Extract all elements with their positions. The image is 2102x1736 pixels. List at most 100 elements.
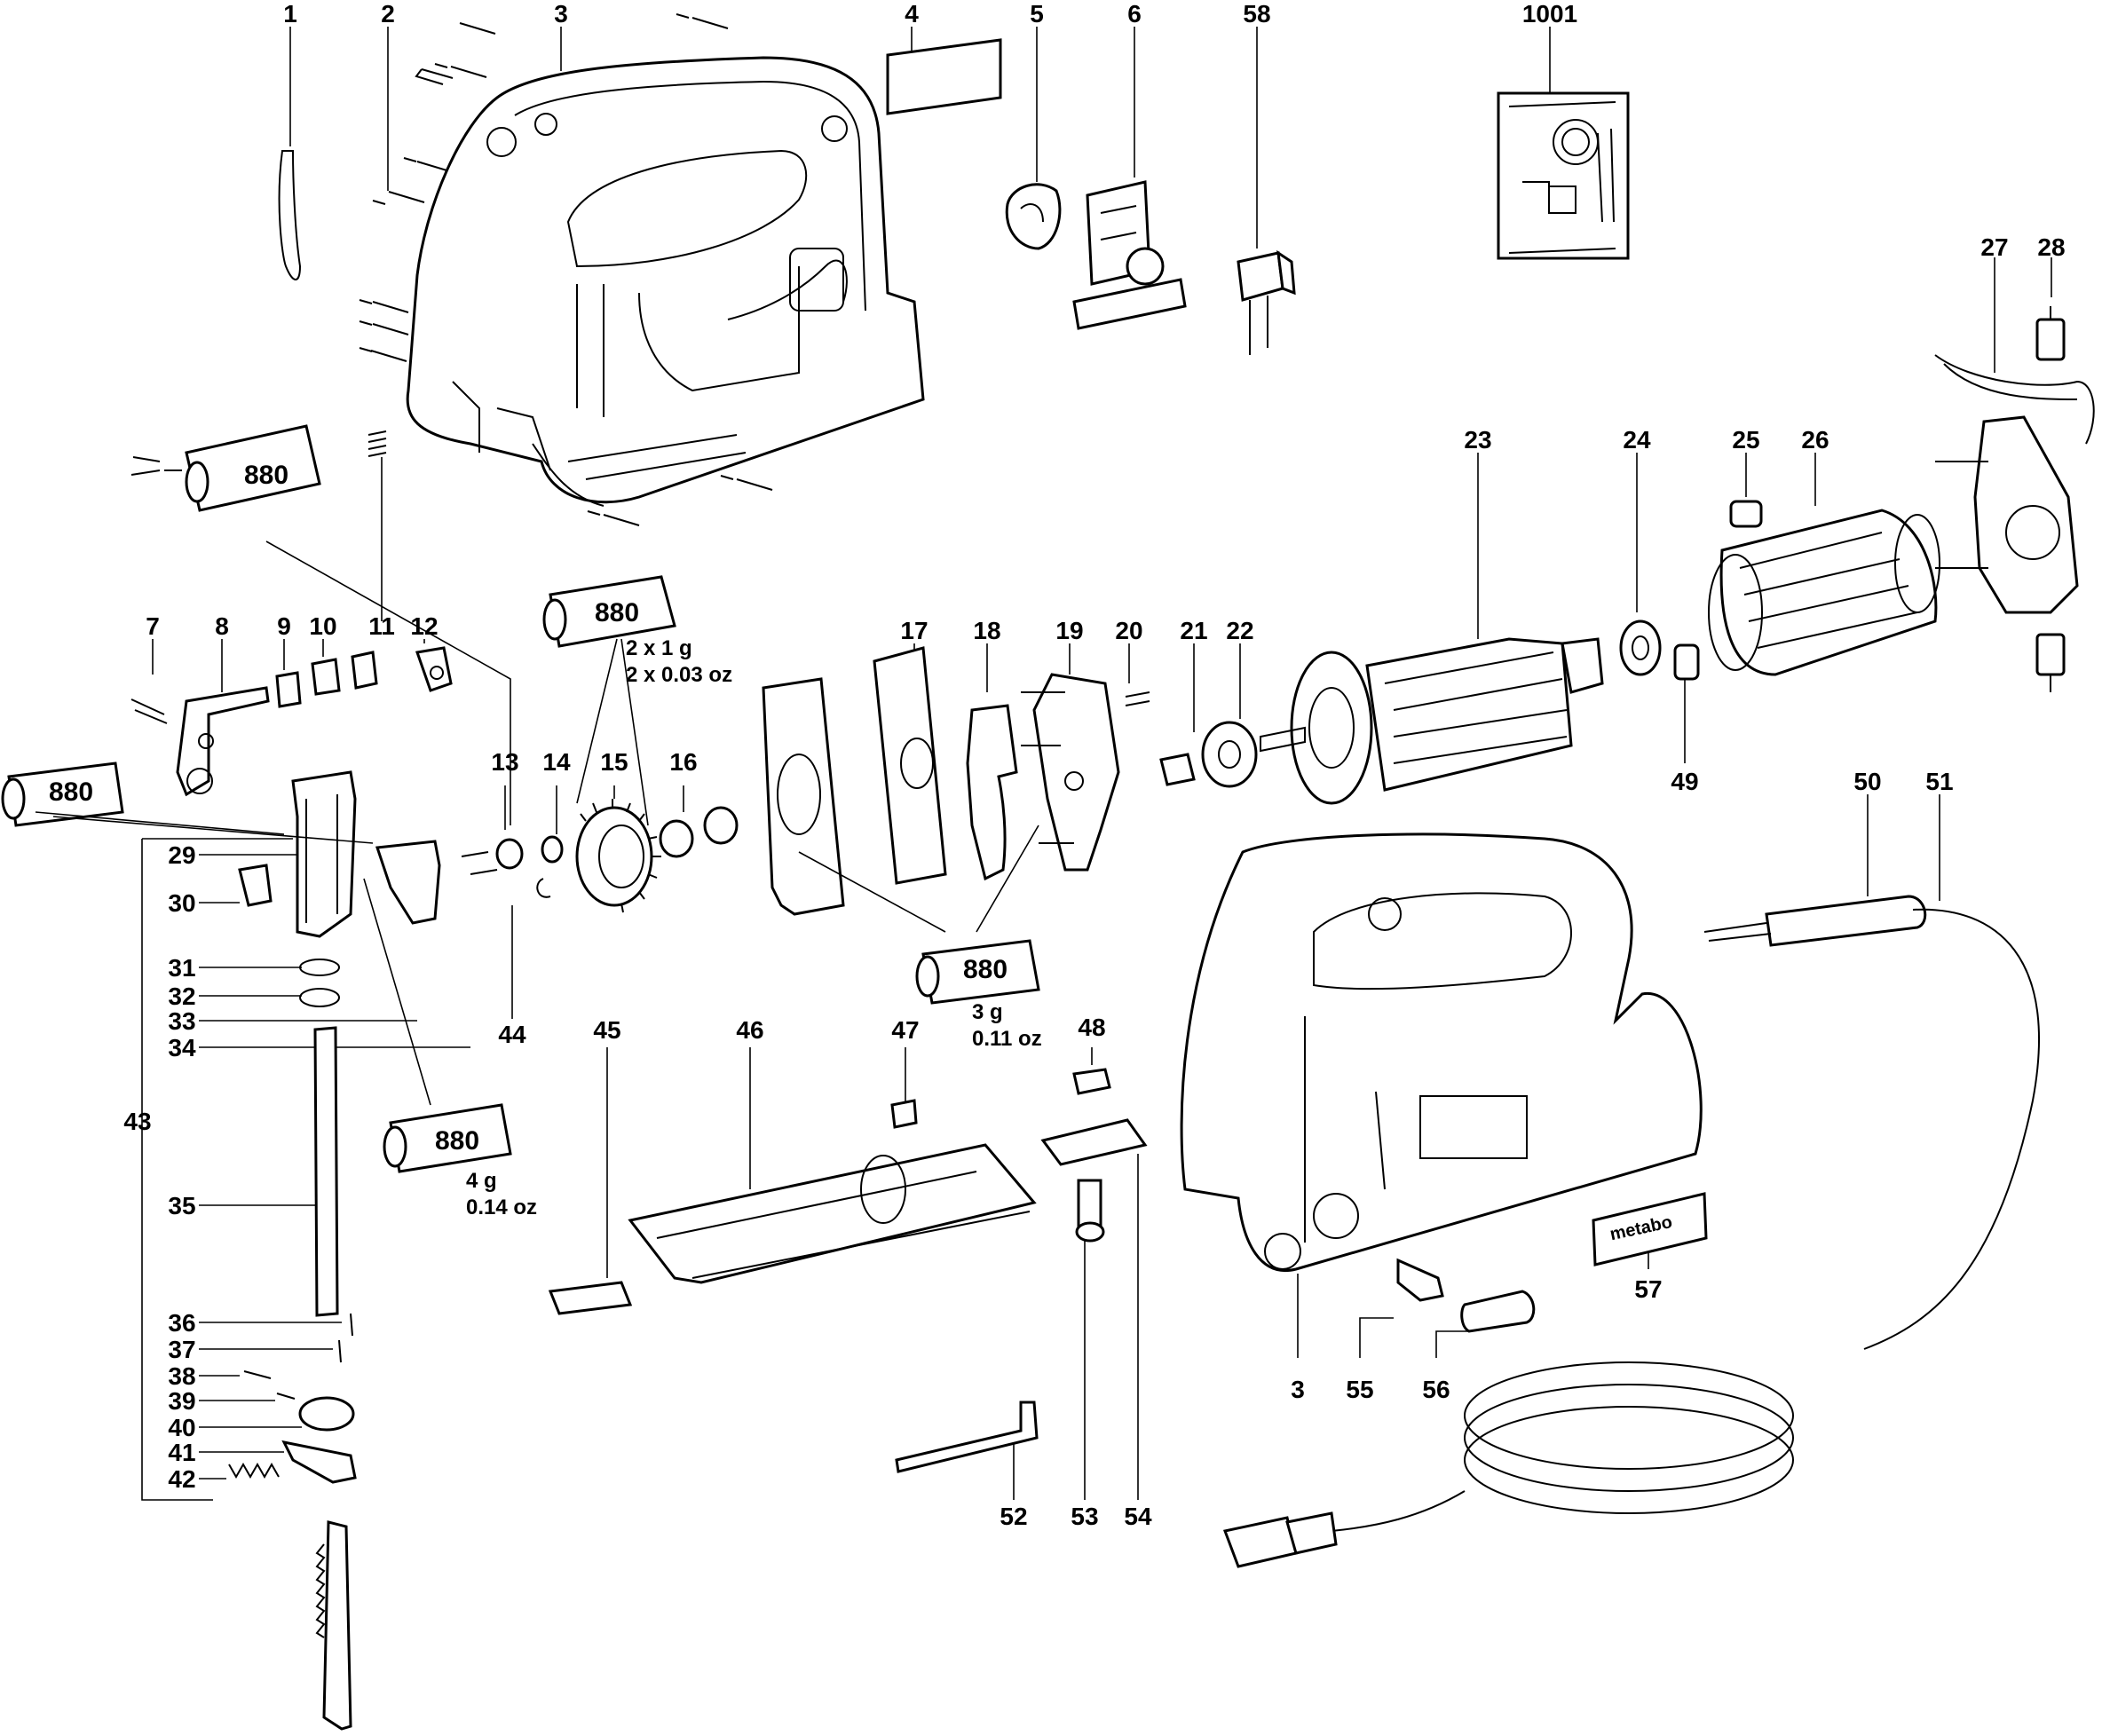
part-42-spring bbox=[199, 1462, 280, 1480]
label-56: 56 bbox=[1422, 1376, 1450, 1403]
label-5: 5 bbox=[1030, 0, 1044, 28]
label-47: 47 bbox=[891, 1016, 919, 1044]
label-33: 33 bbox=[168, 1007, 195, 1035]
label-37: 37 bbox=[168, 1336, 195, 1363]
part-33-guide bbox=[199, 840, 441, 1022]
part-35-plunger bbox=[199, 1026, 339, 1317]
part-54-clamp bbox=[1040, 1118, 1148, 1500]
part-7-pin bbox=[130, 639, 168, 724]
tube-d-qty-oz: 0.11 oz bbox=[972, 1027, 1042, 1051]
part-18-lever bbox=[966, 643, 1018, 881]
part-37-pin bbox=[199, 1339, 342, 1363]
label-2: 2 bbox=[381, 0, 395, 28]
part-4-rating-plate bbox=[886, 27, 1002, 115]
part-29-support bbox=[199, 770, 357, 938]
label-45: 45 bbox=[593, 1016, 620, 1044]
tube-c-qty-oz: 2 x 0.03 oz bbox=[626, 663, 732, 687]
label-1: 1 bbox=[283, 0, 297, 28]
tube-c-qty-g: 2 x 1 g bbox=[626, 636, 692, 660]
label-40: 40 bbox=[168, 1414, 195, 1441]
part-20-pin bbox=[1125, 643, 1150, 706]
label-52: 52 bbox=[1000, 1503, 1027, 1530]
label-48: 48 bbox=[1078, 1014, 1105, 1041]
part-9-pad bbox=[275, 639, 302, 708]
label-9: 9 bbox=[277, 612, 291, 640]
label-18: 18 bbox=[973, 617, 1000, 644]
label-3: 3 bbox=[554, 0, 568, 28]
tube-b-label: 880 bbox=[49, 777, 93, 807]
part-56-knob-cap bbox=[1435, 1290, 1536, 1358]
label-38: 38 bbox=[168, 1362, 195, 1390]
tube-a-label: 880 bbox=[244, 461, 288, 490]
part-41-lever bbox=[199, 1440, 357, 1484]
label-30: 30 bbox=[168, 889, 195, 917]
grease-tube-b: 880 bbox=[1, 761, 374, 844]
part-44-circlip bbox=[511, 878, 551, 1019]
tube-c-label: 880 bbox=[595, 598, 639, 627]
part-32-washer bbox=[199, 988, 340, 1007]
assembled-jigsaw bbox=[1180, 832, 1703, 1272]
label-57: 57 bbox=[1634, 1275, 1662, 1303]
part-10-pad bbox=[311, 639, 341, 696]
label-19: 19 bbox=[1055, 617, 1083, 644]
part-25-bush bbox=[1729, 453, 1763, 528]
label-51: 51 bbox=[1925, 768, 1953, 795]
part-43-plunger-assembly bbox=[141, 838, 293, 1501]
label-54: 54 bbox=[1124, 1503, 1152, 1530]
label-50: 50 bbox=[1853, 768, 1881, 795]
label-25: 25 bbox=[1732, 426, 1759, 454]
label-27: 27 bbox=[1980, 233, 2008, 261]
label-20: 20 bbox=[1115, 617, 1142, 644]
label-8: 8 bbox=[215, 612, 229, 640]
label-43: 43 bbox=[123, 1108, 151, 1135]
part-45-clamp-plate bbox=[548, 1047, 633, 1315]
part-28-carbon-brush bbox=[2035, 257, 2066, 692]
part-5-switch-button bbox=[1005, 27, 1062, 250]
label-41: 41 bbox=[168, 1439, 195, 1466]
part-11-spring bbox=[351, 430, 387, 690]
part-14-washer bbox=[541, 785, 564, 864]
part-49-bush bbox=[1673, 643, 1700, 763]
saw-blade bbox=[315, 1520, 352, 1731]
label-12: 12 bbox=[410, 612, 438, 640]
label-21: 21 bbox=[1180, 617, 1207, 644]
part-15-gear bbox=[575, 785, 661, 913]
part-36-pin bbox=[199, 1313, 353, 1337]
part-19-guide-plate bbox=[1021, 643, 1120, 872]
part-47-tab bbox=[890, 1047, 918, 1129]
label-39: 39 bbox=[168, 1387, 195, 1415]
part-8-bracket bbox=[176, 639, 270, 797]
label-4: 4 bbox=[905, 0, 919, 28]
part-23-armature bbox=[1260, 453, 1604, 805]
label-15: 15 bbox=[600, 748, 628, 776]
label-42: 42 bbox=[168, 1465, 195, 1493]
tube-d-qty-g: 3 g bbox=[972, 1000, 1003, 1024]
part-53-screw bbox=[1075, 1179, 1105, 1500]
part-30-clamp bbox=[199, 864, 273, 907]
part-50-cord-sleeve bbox=[1703, 794, 1927, 947]
part-22-bearing bbox=[1201, 643, 1258, 788]
label-58: 58 bbox=[1243, 0, 1270, 28]
label-24: 24 bbox=[1623, 426, 1651, 454]
label-44: 44 bbox=[498, 1021, 526, 1048]
tube-e-label: 880 bbox=[435, 1126, 479, 1156]
part-52-hex-key bbox=[895, 1401, 1039, 1500]
grease-tube-a: 880 bbox=[130, 424, 511, 825]
part-48-nut bbox=[1072, 1047, 1111, 1095]
part-24-ball-bearing bbox=[1619, 453, 1662, 676]
part-6-switch bbox=[1072, 27, 1187, 330]
tube-d-label: 880 bbox=[963, 955, 1008, 984]
label-35: 35 bbox=[168, 1192, 195, 1219]
label-13: 13 bbox=[491, 748, 518, 776]
part-3-housing-half bbox=[406, 27, 925, 507]
label-36: 36 bbox=[168, 1309, 195, 1337]
part-number-labels: 1 2 3 4 5 6 58 1001 27 28 23 24 25 26 7 … bbox=[123, 0, 2065, 1530]
tube-e-qty-oz: 0.14 oz bbox=[466, 1195, 537, 1219]
part-16-needle-bearing bbox=[659, 785, 739, 858]
part-40-clamp-ring bbox=[199, 1396, 355, 1432]
label-7: 7 bbox=[146, 612, 160, 640]
part-46-base-plate bbox=[628, 1047, 1037, 1284]
label-1001: 1001 bbox=[1522, 0, 1577, 28]
